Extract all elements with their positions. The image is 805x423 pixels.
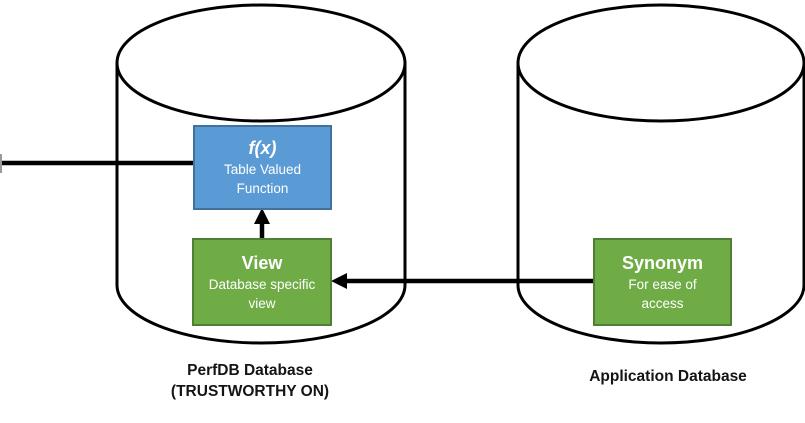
synonym-node: Synonym For ease of access bbox=[593, 238, 732, 326]
synonym-to-view-arrow bbox=[331, 273, 593, 289]
perfdb-cylinder-bottom bbox=[115, 284, 407, 345]
perfdb-cylinder bbox=[115, 3, 407, 345]
perfdb-database-label-line2: (TRUSTWORTHY ON) bbox=[170, 383, 330, 400]
view-title: View bbox=[241, 252, 283, 273]
perfdb-database-label: PerfDB Database (TRUSTWORTHY ON) bbox=[130, 360, 370, 402]
synonym-subtitle-line1: For ease of bbox=[628, 276, 697, 292]
synonym-subtitle-line2: access bbox=[641, 295, 684, 311]
view-to-function-arrowhead bbox=[254, 208, 270, 224]
application-cylinder-top bbox=[516, 3, 805, 123]
table-valued-function-subtitle-line1: Table Valued bbox=[223, 162, 302, 177]
view-subtitle-line1: Database specific bbox=[208, 276, 316, 292]
synonym-title: Synonym bbox=[621, 252, 704, 273]
application-cylinder bbox=[516, 3, 805, 345]
table-valued-function-subtitle-line2: Function bbox=[236, 181, 289, 196]
synonym-to-view-arrowhead bbox=[331, 273, 347, 289]
application-cylinder-bottom bbox=[516, 284, 805, 345]
application-database-label: Application Database bbox=[589, 368, 747, 385]
perfdb-cylinder-top bbox=[115, 3, 407, 123]
view-to-function-arrow bbox=[254, 208, 270, 238]
table-valued-function-title: f(x) bbox=[248, 138, 277, 158]
perfdb-database-label-line1: PerfDB Database bbox=[187, 362, 313, 379]
view-node: View Database specific view bbox=[192, 238, 332, 326]
table-valued-function-node: f(x) Table Valued Function bbox=[193, 125, 332, 210]
view-subtitle-line2: view bbox=[248, 295, 276, 311]
